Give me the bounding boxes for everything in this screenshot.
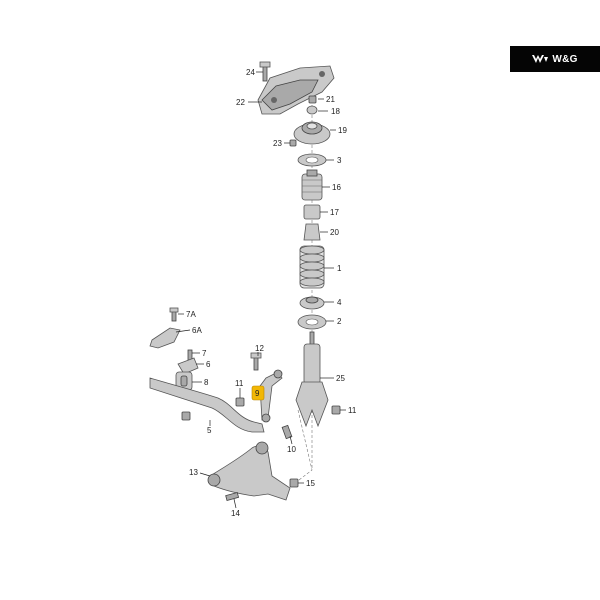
part-17-dust-cover [303, 204, 321, 220]
callout-11-left: 11 [235, 379, 244, 388]
callout-19: 19 [338, 126, 347, 135]
part-11-nut-right [331, 405, 341, 415]
callout-8: 8 [204, 378, 209, 387]
callout-16: 16 [332, 183, 341, 192]
callout-7: 7 [202, 349, 207, 358]
callout-14: 14 [231, 509, 240, 518]
part-4-lower-spring-seat [299, 296, 325, 310]
callout-15: 15 [306, 479, 315, 488]
part-24-bolt [259, 61, 271, 82]
callout-24: 24 [246, 68, 255, 77]
callout-22: 22 [236, 98, 245, 107]
assembly-guide [285, 409, 313, 491]
part-20-dust-boot [303, 223, 321, 241]
brand-badge: W&G [510, 46, 600, 72]
part-21-nut [308, 95, 317, 104]
part-10-bolt [281, 424, 293, 440]
callout-9: 9 [255, 389, 260, 398]
callout-5: 5 [207, 426, 212, 435]
callout-13: 13 [189, 468, 198, 477]
callout-10: 10 [287, 445, 296, 454]
part-25-shock-absorber [295, 331, 329, 428]
part-9-coupling-rod [259, 369, 283, 423]
part-15-nut [289, 478, 299, 488]
callout-17: 17 [330, 208, 339, 217]
part-7-bolt [187, 349, 193, 361]
callout-23: 23 [273, 139, 282, 148]
winged-logo-icon [532, 55, 549, 63]
part-18-washer [306, 105, 318, 115]
brand-text: W&G [552, 53, 578, 65]
part-1-coil-spring [299, 245, 325, 289]
callout-6a: 6A [192, 326, 202, 335]
part-6-clamp [177, 357, 199, 375]
part-16-bump-stop [301, 169, 323, 201]
part-7a-screw [169, 307, 179, 322]
part-6a-bracket [149, 327, 181, 349]
callout-1: 1 [337, 264, 342, 273]
part-23-screw [289, 139, 297, 147]
part-19-strut-mount [293, 121, 331, 145]
callout-21: 21 [326, 95, 335, 104]
callout-20: 20 [330, 228, 339, 237]
part-3-spring-seat [297, 153, 327, 167]
callout-4: 4 [337, 298, 342, 307]
part-11-nut-left [235, 397, 245, 407]
part-2-spring-pad [297, 314, 327, 330]
callout-25: 25 [336, 374, 345, 383]
part-13-wishbone [207, 441, 291, 501]
callout-11-right: 11 [348, 406, 357, 415]
callout-2: 2 [337, 317, 342, 326]
part-12-bolt [250, 352, 262, 371]
leader-lines [175, 71, 346, 509]
callout-3: 3 [337, 156, 342, 165]
callout-7a: 7A [186, 310, 196, 319]
callout-6: 6 [206, 360, 211, 369]
callout-18: 18 [331, 107, 340, 116]
part-5-stabilizer-bar [149, 377, 265, 433]
callout-12: 12 [255, 344, 264, 353]
callout-9-highlight: 9 [251, 385, 265, 401]
part-14-bolt [225, 492, 240, 501]
part-22-upper-bracket [257, 65, 335, 115]
